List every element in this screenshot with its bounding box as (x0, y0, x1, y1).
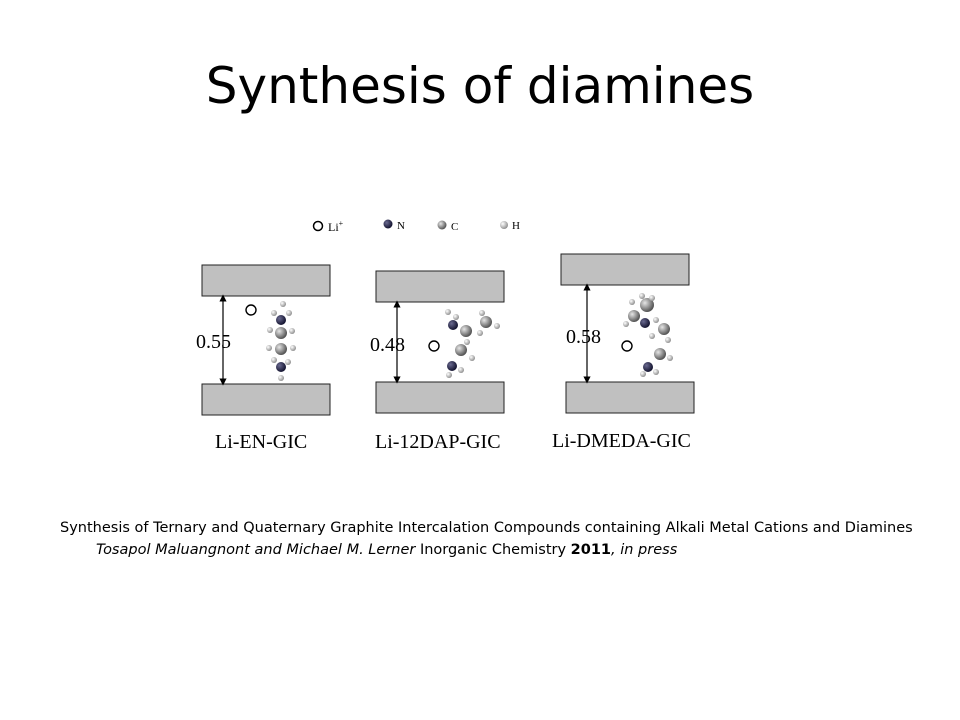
diaminopropane-molecule (445, 309, 500, 378)
citation-status: in press (620, 542, 678, 558)
citation-comma: , (611, 542, 621, 558)
panel-caption: Li-12DAP-GIC (375, 431, 501, 453)
panel-caption: Li-EN-GIC (215, 431, 307, 453)
legend: Li+ N C H (312, 219, 520, 234)
graphene-layer-top (560, 253, 690, 286)
citation-title: Synthesis of Ternary and Quaternary Grap… (60, 520, 913, 536)
intercalation-figure: Li+ N C H 0.55 (190, 200, 750, 470)
dmeda-molecule (623, 293, 673, 377)
slide-title: Synthesis of diamines (205, 57, 755, 115)
citation: Synthesis of Ternary and Quaternary Grap… (60, 517, 956, 561)
li-legend-label: Li+ (328, 219, 344, 234)
li-ion (621, 340, 633, 352)
spacing-label: 0.58 (566, 326, 601, 348)
hydrogen-legend-label: H (512, 220, 520, 232)
spacing-label: 0.48 (370, 334, 405, 356)
graphene-layer-top (201, 264, 331, 297)
citation-year: 2011 (570, 542, 612, 558)
hydrogen-legend-icon (500, 221, 508, 229)
ethylenediamine-molecule (266, 301, 296, 381)
graphene-layer-bottom (201, 383, 331, 416)
carbon-legend-icon (437, 220, 447, 230)
panel-li-dmeda-gic: 0.58 Li-DMEDA-GIC (552, 253, 695, 452)
panel-li-en-gic: 0.55 Li-EN-GIC (196, 264, 331, 453)
li-legend-icon (312, 220, 324, 232)
graphene-layer-top (375, 270, 505, 303)
nitrogen-legend-icon (383, 219, 393, 229)
nitrogen-legend-label: N (397, 220, 405, 232)
intercalation-diagram: Li+ N C H 0.55 (196, 219, 695, 453)
li-ion (428, 340, 440, 352)
citation-journal: Inorganic Chemistry (419, 542, 567, 558)
graphene-layer-bottom (565, 381, 695, 414)
graphene-layer-bottom (375, 381, 505, 414)
panel-caption: Li-DMEDA-GIC (552, 430, 691, 452)
li-ion (245, 304, 257, 316)
spacing-label: 0.55 (196, 331, 231, 353)
panel-li-12dap-gic: 0.48 Li-12DAP-GIC (370, 270, 505, 453)
citation-authors: Tosapol Maluangnont and Michael M. Lerne… (96, 542, 416, 558)
carbon-legend-label: C (451, 221, 458, 233)
